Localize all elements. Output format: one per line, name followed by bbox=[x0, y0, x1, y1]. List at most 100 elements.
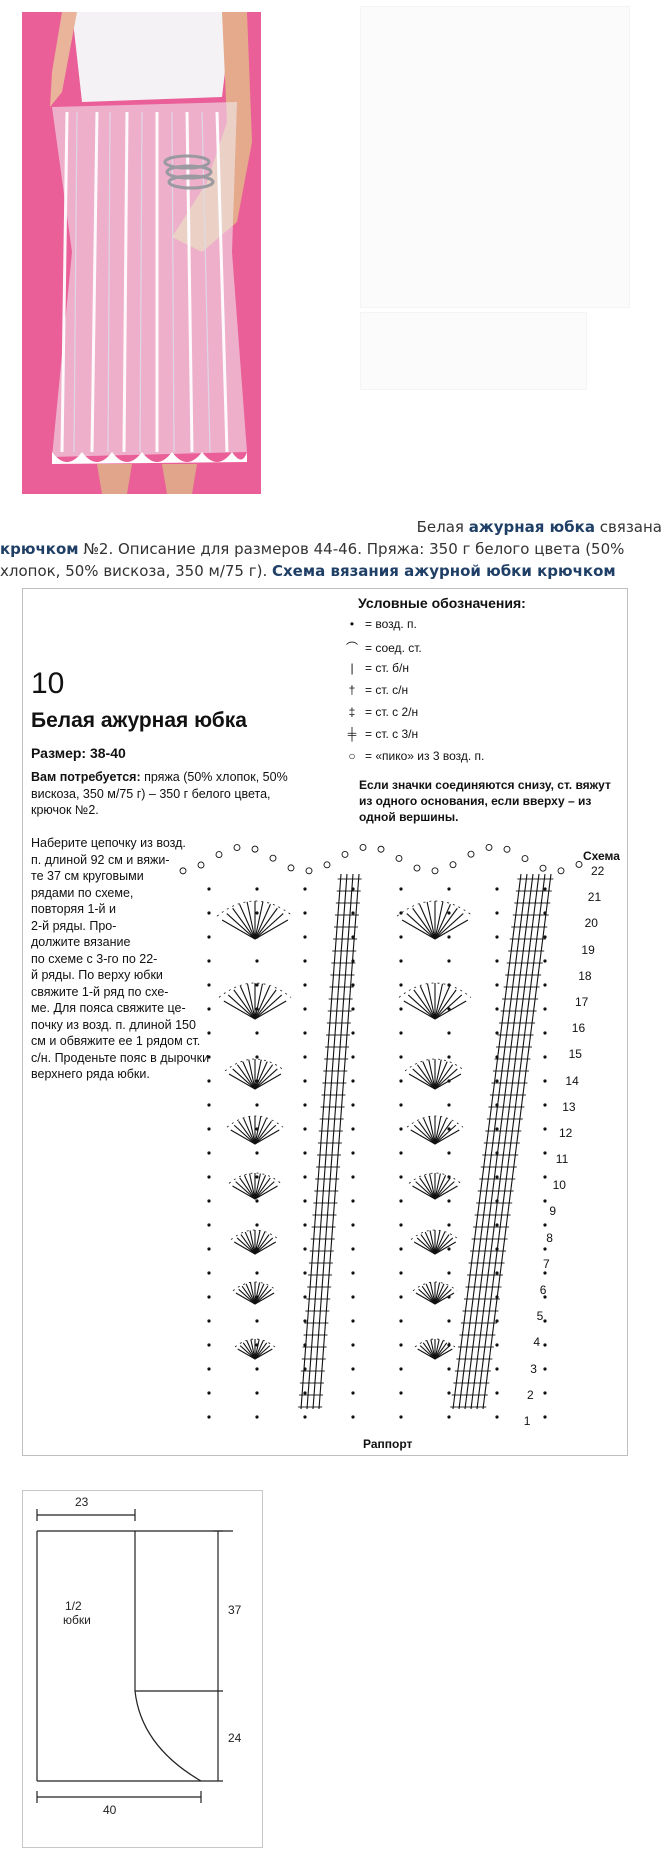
chain-dot bbox=[303, 1007, 306, 1010]
chain-dot bbox=[543, 983, 546, 986]
fan-stitch bbox=[255, 920, 288, 939]
row-number: 6 bbox=[540, 1283, 547, 1297]
chain-dot bbox=[447, 1055, 450, 1058]
fan-stitch bbox=[435, 1001, 466, 1019]
chain-dot bbox=[207, 1007, 210, 1010]
chain-dot bbox=[207, 1079, 210, 1082]
chain-dot bbox=[495, 1007, 498, 1010]
picot-mark bbox=[396, 855, 402, 861]
chain-dot bbox=[399, 1199, 402, 1202]
chain-dot bbox=[543, 1007, 546, 1010]
picot-mark bbox=[414, 865, 420, 871]
chain-dot bbox=[303, 1247, 306, 1250]
chain-dot bbox=[495, 1391, 498, 1394]
row-number: 21 bbox=[588, 890, 601, 904]
picot-mark bbox=[342, 851, 348, 857]
chain-dot bbox=[255, 1151, 258, 1154]
chain-dot bbox=[255, 911, 258, 914]
caption-bold-link-2[interactable]: крючком bbox=[0, 540, 79, 558]
row-number: 16 bbox=[572, 1021, 585, 1035]
picot-mark bbox=[486, 844, 492, 850]
picot-mark bbox=[468, 851, 474, 857]
chain-dot bbox=[399, 1175, 402, 1178]
chain-dot bbox=[303, 1079, 306, 1082]
chain-dot bbox=[207, 1295, 210, 1298]
chain-dot bbox=[543, 1415, 546, 1418]
chain-dot bbox=[495, 1271, 498, 1274]
chain-dot bbox=[351, 1391, 354, 1394]
row-number: 20 bbox=[585, 916, 598, 930]
chain-dot bbox=[351, 1151, 354, 1154]
chain-dot bbox=[495, 1175, 498, 1178]
stitch-chart bbox=[23, 589, 627, 1455]
chain-dot bbox=[351, 935, 354, 938]
chain-dot bbox=[447, 935, 450, 938]
chain-dot bbox=[303, 1031, 306, 1034]
caption-bold-link[interactable]: ажурная юбка bbox=[469, 518, 595, 536]
chain-dot bbox=[207, 1175, 210, 1178]
chain-dot bbox=[351, 983, 354, 986]
chain-dot bbox=[495, 1343, 498, 1346]
stitch-column bbox=[313, 874, 353, 1409]
picot-mark bbox=[180, 868, 186, 874]
chain-dot bbox=[207, 1367, 210, 1370]
chain-dot bbox=[399, 1007, 402, 1010]
row-number: 2 bbox=[527, 1388, 534, 1402]
chain-dot bbox=[495, 1103, 498, 1106]
chain-dot bbox=[495, 911, 498, 914]
picot-mark bbox=[450, 862, 456, 868]
chain-dot bbox=[447, 1295, 450, 1298]
fan-stitch bbox=[402, 920, 435, 939]
empty-area bbox=[360, 312, 587, 390]
chain-dot bbox=[255, 1271, 258, 1274]
chain-dot bbox=[495, 1367, 498, 1370]
chain-dot bbox=[447, 1247, 450, 1250]
chain-dot bbox=[495, 1199, 498, 1202]
chain-dot bbox=[303, 1175, 306, 1178]
chain-dot bbox=[447, 1367, 450, 1370]
chain-dot bbox=[543, 1175, 546, 1178]
chain-dot bbox=[351, 1079, 354, 1082]
chain-dot bbox=[255, 1367, 258, 1370]
chain-dot bbox=[207, 959, 210, 962]
picot-mark bbox=[252, 846, 258, 852]
chain-dot bbox=[207, 983, 210, 986]
chain-dot bbox=[303, 959, 306, 962]
stitch-column bbox=[471, 874, 539, 1409]
chain-dot bbox=[255, 959, 258, 962]
scheme-link[interactable]: Схема вязания ажурной юбки крючком bbox=[272, 562, 616, 580]
chain-dot bbox=[495, 1247, 498, 1250]
chain-dot bbox=[447, 1415, 450, 1418]
chain-dot bbox=[255, 1199, 258, 1202]
chain-dot bbox=[495, 959, 498, 962]
row-number: 4 bbox=[533, 1335, 540, 1349]
chain-dot bbox=[447, 911, 450, 914]
chain-dot bbox=[447, 1127, 450, 1130]
chain-dot bbox=[399, 1151, 402, 1154]
dimension-top: 23 bbox=[75, 1495, 88, 1509]
chain-dot bbox=[351, 1295, 354, 1298]
picot-mark bbox=[324, 862, 330, 868]
stitch-column bbox=[301, 874, 341, 1409]
chain-dot bbox=[351, 1223, 354, 1226]
stitch-column bbox=[465, 874, 533, 1409]
chain-dot bbox=[495, 1319, 498, 1322]
chain-dot bbox=[303, 911, 306, 914]
chain-dot bbox=[303, 1319, 306, 1322]
piece-label-name: юбки bbox=[63, 1613, 91, 1627]
caption-line-1: Белая ажурная юбка связана bbox=[0, 516, 662, 538]
chain-dot bbox=[255, 1223, 258, 1226]
chain-dot bbox=[399, 1247, 402, 1250]
chain-dot bbox=[399, 983, 402, 986]
chain-dot bbox=[351, 1415, 354, 1418]
caption-plain: Белая bbox=[417, 518, 469, 536]
chain-dot bbox=[207, 1127, 210, 1130]
chain-dot bbox=[351, 1343, 354, 1346]
fan-stitch bbox=[404, 1001, 435, 1019]
chain-dot bbox=[207, 1391, 210, 1394]
empty-area bbox=[360, 6, 630, 308]
picot-mark bbox=[288, 865, 294, 871]
chain-dot bbox=[303, 887, 306, 890]
row-number: 1 bbox=[524, 1414, 531, 1428]
chain-dot bbox=[543, 1079, 546, 1082]
